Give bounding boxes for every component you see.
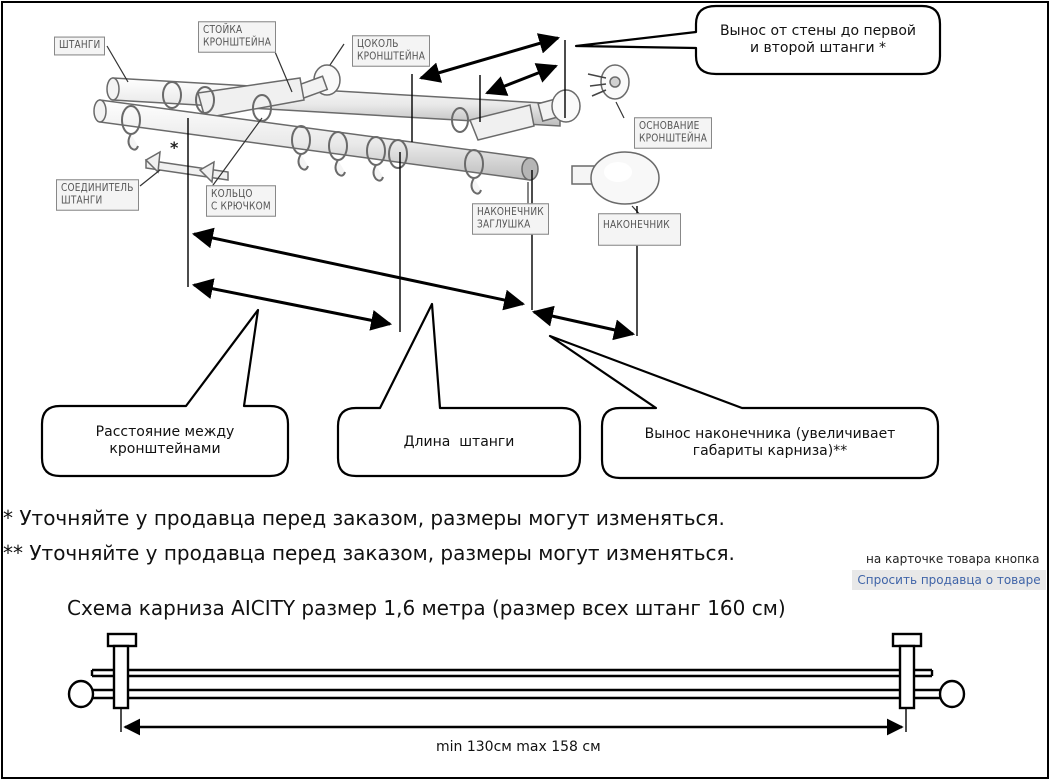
callout-bracket-distance-line1: Расстояние между: [95, 424, 235, 440]
scheme-title: Схема карниза AICITY размер 1,6 метра (р…: [67, 596, 786, 620]
rod-schematic: [67, 632, 966, 710]
callout-rod-length: Длина штанги: [342, 412, 576, 472]
label-finial: НАКОНЕЧНИК: [598, 213, 681, 246]
label-bracket-column-line2: КРОНШТЕЙНА: [203, 37, 272, 49]
label-rod-connector-line1: СОЕДИНИТЕЛЬ: [61, 182, 134, 194]
ask-seller-button[interactable]: Спросить продавца о товаре: [852, 570, 1046, 590]
label-bracket-base-line2: КРОНШТЕЙНА: [639, 133, 708, 145]
label-end-cap-line1: НАКОНЕЧНИК: [477, 206, 544, 218]
label-rods-text: ШТАНГИ: [59, 39, 101, 52]
finial: [571, 151, 660, 205]
rod-length-range: min 130см max 158 см: [436, 739, 601, 755]
label-finial-text: НАКОНЕЧНИК: [603, 219, 670, 232]
callout-wall-offset-line2: и второй штанги *: [749, 40, 887, 56]
callout-bracket-distance: Расстояние между кронштейнами: [46, 410, 284, 472]
callout-wall-offset-line1: Вынос от стены до первой: [719, 23, 917, 39]
label-leaders: [106, 39, 646, 221]
callout-rod-length-text: Длина штанги: [403, 433, 515, 450]
callout-finial-offset: Вынос наконечника (увеличивает габариты …: [606, 412, 934, 474]
rod-connector: [144, 150, 229, 184]
front-rod: [93, 99, 539, 181]
label-rod-connector-line2: ШТАНГИ: [61, 195, 103, 207]
callout-shapes: [40, 4, 942, 480]
bracket-base-detail: [587, 64, 630, 100]
seller-hint: на карточке товара кнопка: [866, 552, 1040, 566]
callout-wall-offset: Вынос от стены до первой и второй штанги…: [700, 10, 936, 70]
schematic-dimension: [120, 708, 907, 736]
note-single-asterisk: * Уточняйте у продавца перед заказом, ра…: [3, 506, 725, 530]
label-bracket-base-plate-line2: КРОНШТЕЙНА: [357, 51, 426, 63]
label-ring-hook-line2: С КРЮЧКОМ: [211, 201, 271, 213]
label-ring-hook-line1: КОЛЬЦО: [211, 188, 253, 200]
callout-bracket-distance-line2: кронштейнами: [109, 441, 221, 457]
dimension-lines: [187, 33, 638, 341]
label-rods: ШТАНГИ: [54, 36, 106, 56]
callout-finial-offset-line1: Вынос наконечника (увеличивает: [644, 426, 896, 442]
label-bracket-base-line1: ОСНОВАНИЕ: [639, 120, 700, 132]
asterisk-mark: *: [170, 138, 179, 157]
label-end-cap-line2: ЗАГЛУШКА: [477, 219, 531, 231]
label-bracket-column-line1: СТОЙКА: [203, 24, 243, 36]
label-bracket-base-plate-line1: ЦОКОЛЬ: [357, 38, 399, 50]
callout-finial-offset-line2: габариты карниза)**: [692, 443, 848, 459]
note-double-asterisk: ** Уточняйте у продавца перед заказом, р…: [3, 541, 735, 565]
bracket-right: [537, 89, 581, 123]
rings: [121, 81, 484, 195]
